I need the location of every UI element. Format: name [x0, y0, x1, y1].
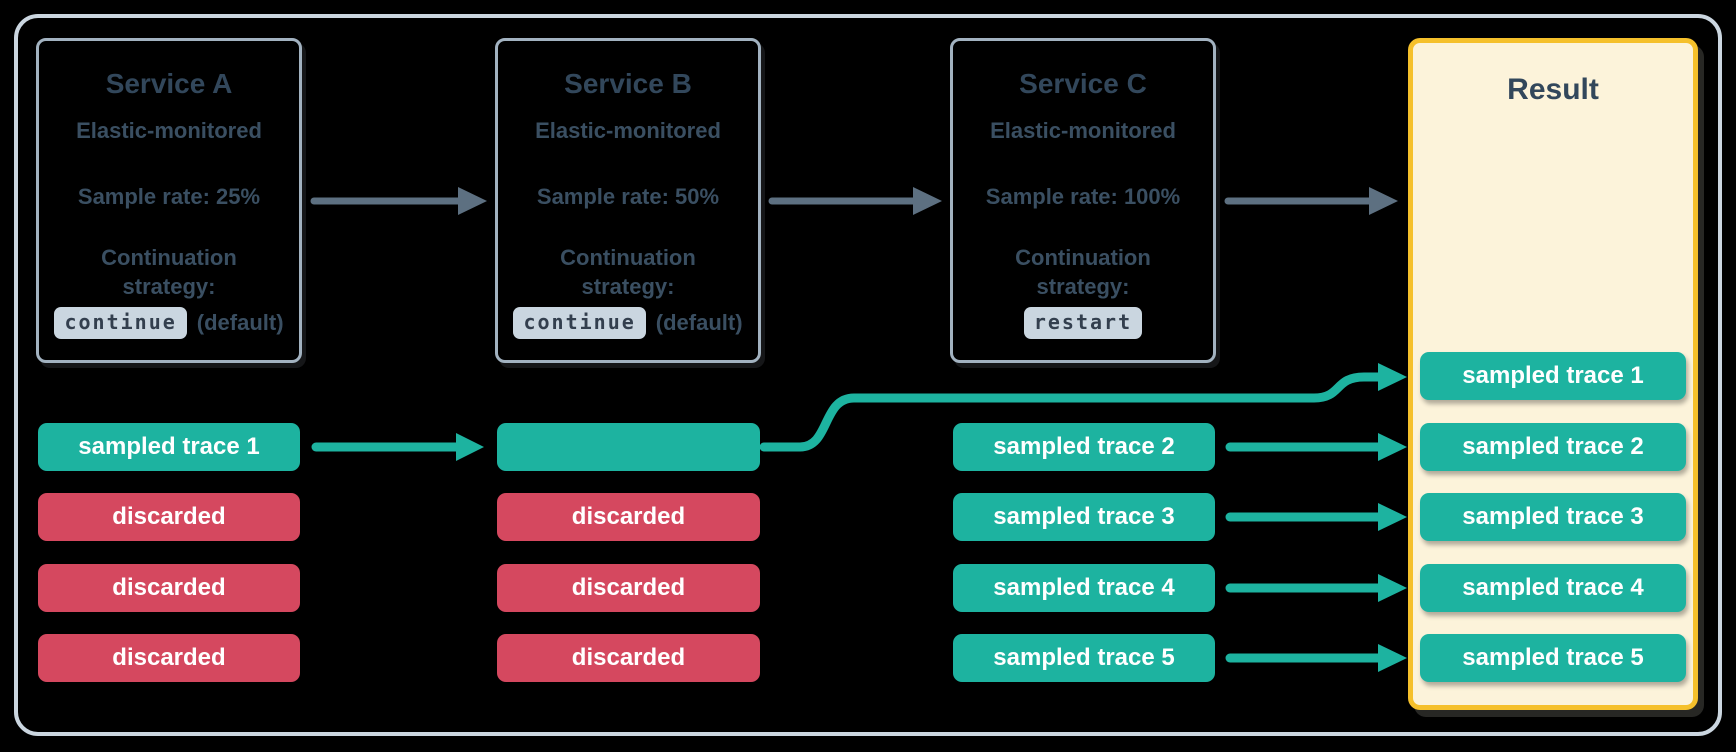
service-a-strategy-row: continue (default)	[39, 307, 299, 339]
service-a-box: Service A Elastic-monitored Sample rate:…	[36, 38, 302, 363]
service-b-strategy-suffix: (default)	[655, 310, 743, 335]
service-a-sampled-trace-chip: sampled trace 1	[38, 423, 300, 471]
service-b-strategy-row: continue (default)	[498, 307, 758, 339]
service-a-sample-rate: Sample rate: 25%	[77, 184, 261, 209]
service-a-discarded-chip: discarded	[38, 493, 300, 541]
result-trace-chip-4: sampled trace 4	[1420, 564, 1686, 612]
result-trace-chip-3: sampled trace 3	[1420, 493, 1686, 541]
service-c-title: Service C	[1019, 68, 1147, 99]
service-c-sample-rate: Sample rate: 100%	[985, 184, 1181, 209]
service-b-title: Service B	[564, 68, 692, 99]
service-b-box: Service B Elastic-monitored Sample rate:…	[495, 38, 761, 363]
result-trace-chip-1: sampled trace 1	[1420, 352, 1686, 400]
result-trace-chip-5: sampled trace 5	[1420, 634, 1686, 682]
service-a-discarded-chip: discarded	[38, 564, 300, 612]
service-c-subtitle: Elastic-monitored	[990, 118, 1176, 143]
result-panel: Result sampled trace 1 sampled trace 2 s…	[1408, 38, 1698, 710]
service-b-discarded-chip: discarded	[497, 564, 760, 612]
outer-frame	[14, 14, 1722, 736]
service-a-strategy-label: Continuation strategy:	[101, 245, 237, 299]
service-c-strategy-row: restart	[953, 307, 1213, 339]
service-b-subtitle: Elastic-monitored	[535, 118, 721, 143]
service-b-strategy-label: Continuation strategy:	[560, 245, 696, 299]
result-title: Result	[1507, 73, 1599, 106]
service-a-title: Service A	[105, 68, 233, 99]
service-a-discarded-chip: discarded	[38, 634, 300, 682]
service-c-sampled-trace-chip: sampled trace 4	[953, 564, 1215, 612]
service-b-discarded-chip: discarded	[497, 634, 760, 682]
service-b-sample-rate: Sample rate: 50%	[536, 184, 720, 209]
service-a-strategy-suffix: (default)	[196, 310, 284, 335]
service-c-box: Service C Elastic-monitored Sample rate:…	[950, 38, 1216, 363]
service-a-subtitle: Elastic-monitored	[76, 118, 262, 143]
service-c-strategy-label: Continuation strategy:	[1015, 245, 1151, 299]
result-trace-chip-2: sampled trace 2	[1420, 423, 1686, 471]
service-b-strategy-value-chip: continue	[513, 307, 646, 339]
service-b-sampled-trace-chip-unlabeled	[497, 423, 760, 471]
service-c-sampled-trace-chip: sampled trace 3	[953, 493, 1215, 541]
service-c-sampled-trace-chip: sampled trace 2	[953, 423, 1215, 471]
service-c-sampled-trace-chip: sampled trace 5	[953, 634, 1215, 682]
service-b-discarded-chip: discarded	[497, 493, 760, 541]
service-c-strategy-value-chip: restart	[1023, 307, 1143, 339]
service-a-strategy-value-chip: continue	[54, 307, 187, 339]
